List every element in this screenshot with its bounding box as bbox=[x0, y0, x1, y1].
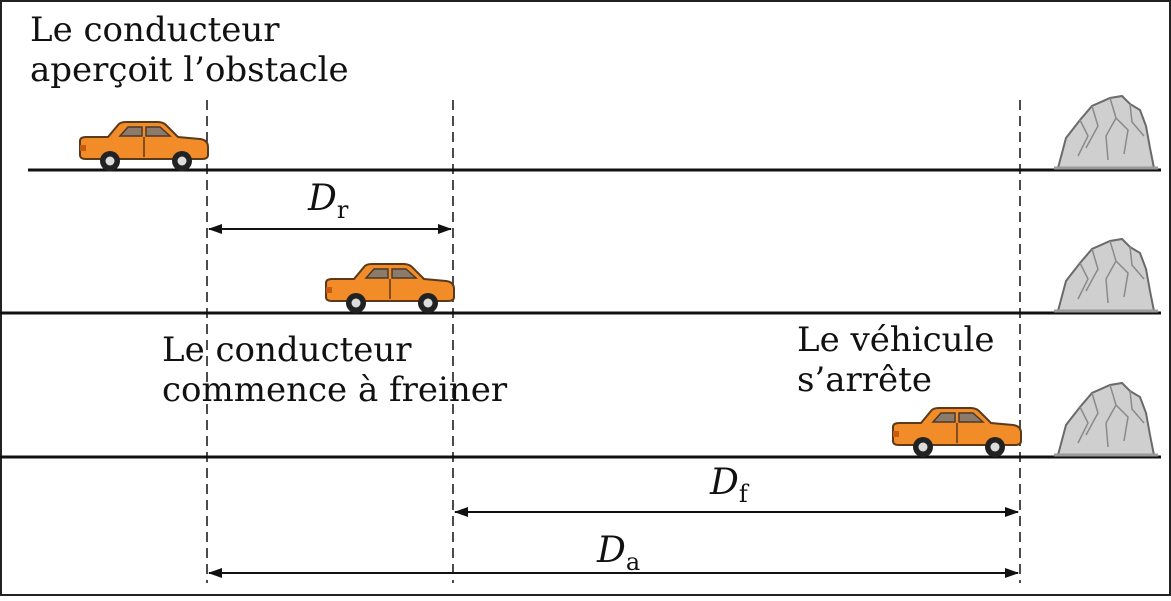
label-sees-obstacle-line-2: aperçoit l’obstacle bbox=[30, 50, 349, 90]
label-braking-distance: Df bbox=[710, 462, 748, 508]
distance-subscript: f bbox=[738, 480, 748, 508]
label-vehicle-stops-line-1: Le véhicule bbox=[797, 320, 995, 360]
distance-symbol: D bbox=[597, 530, 626, 571]
label-reaction-distance: Dr bbox=[308, 178, 348, 224]
label-starts-braking: Le conducteur commence à freiner bbox=[162, 330, 507, 410]
label-sees-obstacle-line-1: Le conducteur bbox=[30, 10, 280, 50]
label-vehicle-stops: Le véhicule s’arrête bbox=[797, 320, 995, 400]
label-stopping-distance: Da bbox=[597, 530, 640, 576]
label-starts-braking-line-2: commence à freiner bbox=[162, 370, 508, 410]
distance-symbol: D bbox=[710, 462, 739, 503]
label-vehicle-stops-line-2: s’arrête bbox=[797, 360, 932, 400]
distance-symbol: D bbox=[308, 178, 337, 219]
label-starts-braking-line-1: Le conducteur bbox=[162, 330, 412, 370]
distance-subscript: a bbox=[625, 548, 641, 576]
label-sees-obstacle: Le conducteur aperçoit l’obstacle bbox=[30, 10, 349, 90]
distance-subscript: r bbox=[336, 196, 349, 224]
